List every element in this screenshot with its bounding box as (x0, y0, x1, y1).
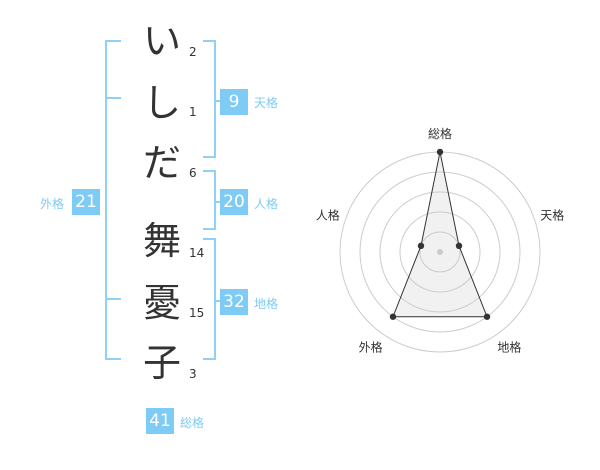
jinkaku-value: 20 (220, 189, 248, 215)
radar-grid-ring (359, 171, 521, 333)
radar-point-2 (455, 242, 463, 250)
radar-axis-label-2: 天格 (540, 208, 564, 223)
name-char-1: い (142, 19, 181, 63)
radar-axis-label-3: 地格 (497, 339, 521, 354)
name-char-6: 子 (142, 341, 181, 385)
radar-grid-ring (379, 191, 501, 313)
radar-axis-label-5: 人格 (316, 208, 340, 223)
radar-grid-ring (399, 211, 481, 293)
name-char-4: 舞 (142, 219, 181, 263)
radar-series-polygon (392, 151, 488, 318)
radar-axis-label-4: 外格 (359, 339, 383, 354)
stroke-count-1: 2 (189, 45, 197, 59)
chikaku-value: 32 (220, 289, 248, 315)
stroke-count-6: 3 (189, 367, 197, 381)
name-char-2: し (142, 81, 181, 125)
stroke-count-4: 14 (189, 246, 205, 260)
gaikaku-value: 21 (72, 189, 100, 215)
chikaku-label: 地格 (254, 297, 279, 311)
stroke-count-2: 1 (189, 105, 197, 119)
tenkaku-label: 天格 (254, 96, 279, 110)
stroke-count-3: 6 (189, 166, 197, 180)
gaikaku-label: 外格 (40, 197, 65, 211)
stroke-count-5: 15 (189, 306, 205, 320)
radar-center-dot (437, 249, 443, 255)
radar-axis-label-1: 総格 (428, 126, 452, 141)
radar-point-1 (436, 148, 444, 156)
radar-point-5 (417, 242, 425, 250)
jinkaku-label: 人格 (254, 197, 279, 211)
tenkaku-value: 9 (220, 89, 248, 115)
soukaku-value: 41 (146, 408, 174, 434)
soukaku-label: 総格 (180, 416, 205, 430)
name-char-5: 憂 (142, 281, 181, 325)
name-char-3: だ (142, 141, 181, 185)
radar-point-4 (389, 313, 397, 320)
radar-point-3 (483, 313, 491, 320)
radar-grid-ring (419, 231, 461, 273)
